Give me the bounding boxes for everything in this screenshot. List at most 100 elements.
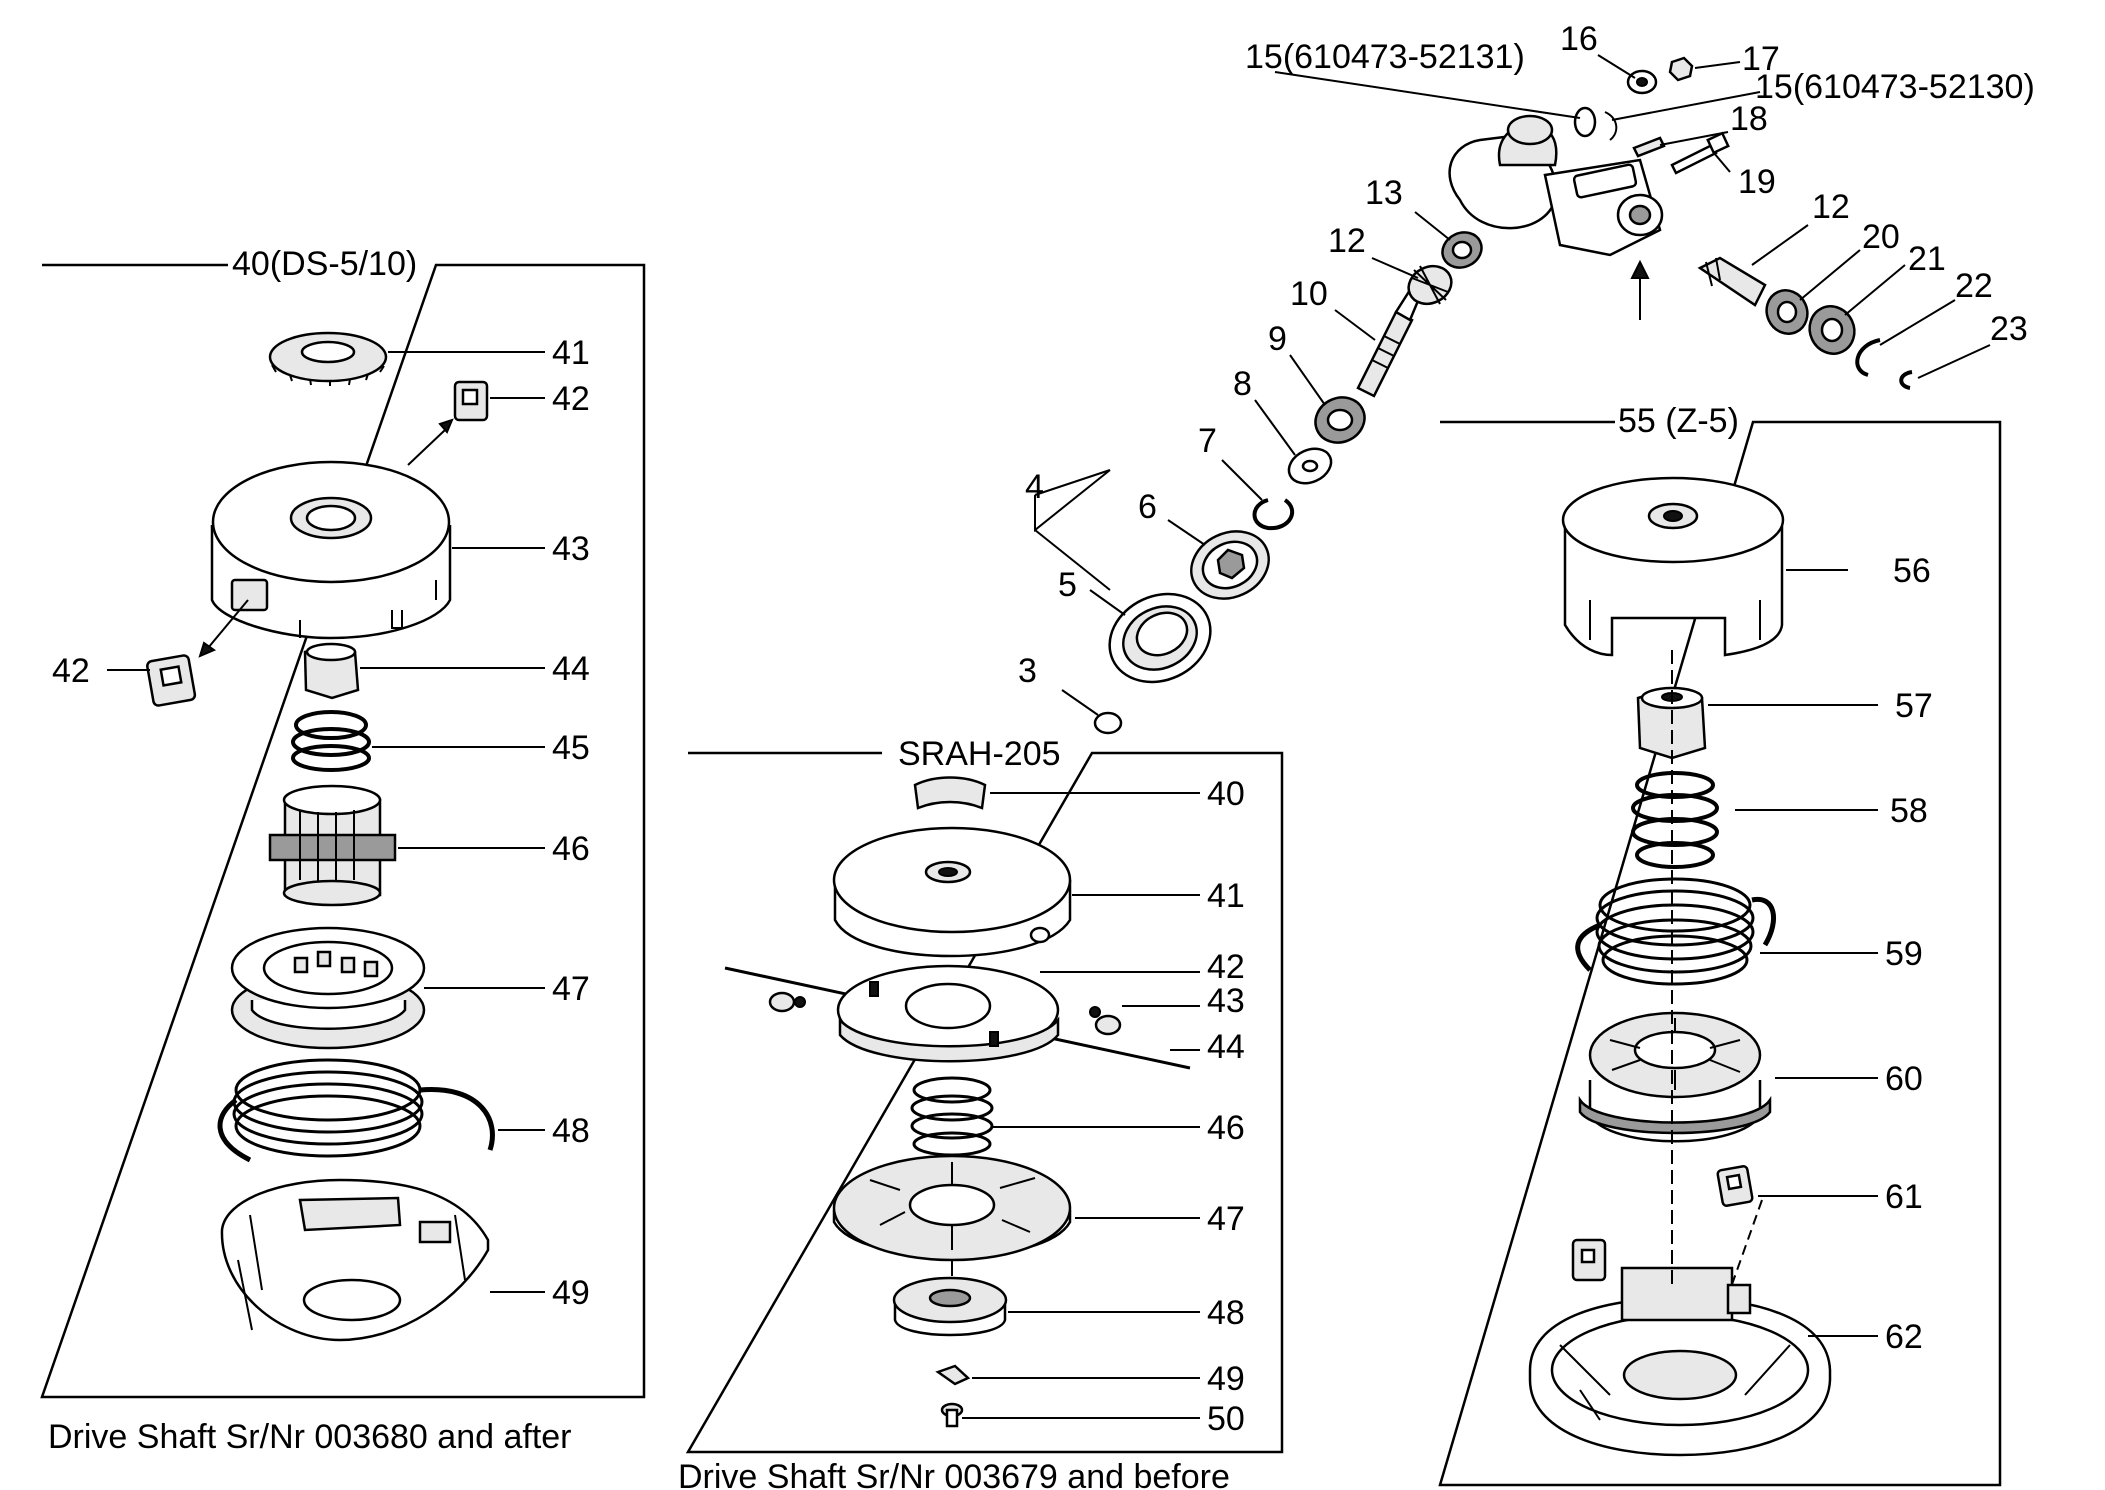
kit-left-part-46 xyxy=(268,784,397,907)
kit-middle-label-42: 42 xyxy=(1207,948,1245,986)
part-19-bolt xyxy=(1670,131,1730,175)
kit-middle-label-43: 43 xyxy=(1207,982,1245,1020)
gearhead-label-13: 13 xyxy=(1365,174,1403,212)
gearhead-label-20: 20 xyxy=(1862,218,1900,256)
gearhead-label-12-upper: 12 xyxy=(1328,222,1366,260)
kit-right-label-57: 57 xyxy=(1895,687,1933,725)
kit-middle-label-40: 40 xyxy=(1207,775,1245,813)
part-23-ring xyxy=(1899,370,1913,390)
kit-middle-part-42-44 xyxy=(724,964,1191,1070)
kit-right-part-58 xyxy=(1631,771,1719,869)
part-8-washer xyxy=(1287,447,1333,485)
gearhead-label-5: 5 xyxy=(1058,566,1077,604)
kit-left-caption: Drive Shaft Sr/Nr 003680 and after xyxy=(48,1418,572,1456)
kit-right-part-61 xyxy=(1716,1165,1754,1207)
part-6-cup xyxy=(1190,530,1270,600)
kit-right-frame xyxy=(1438,420,2002,1487)
kit-left-label-47: 47 xyxy=(552,970,590,1008)
kit-left-label-41: 41 xyxy=(552,334,590,372)
kit-right-label-60: 60 xyxy=(1885,1060,1923,1098)
gearhead-label-22: 22 xyxy=(1955,267,1993,305)
arrow-icon xyxy=(438,418,454,434)
part-5-seal xyxy=(1108,592,1212,684)
gearhead-label-6: 6 xyxy=(1138,488,1157,526)
kit-left-label-42-top: 42 xyxy=(552,380,590,418)
gearhead-label-23: 23 xyxy=(1990,310,2028,348)
part-12-pinion-right xyxy=(1697,256,1767,307)
gearhead-assembly: 3 4 5 6 7 8 9 10 12 13 12 15(610473-5213… xyxy=(1018,20,2035,735)
kit-left-part-49 xyxy=(220,1178,490,1342)
kit-middle-caption: Drive Shaft Sr/Nr 003679 and before xyxy=(678,1458,1230,1490)
kit-right-part-62 xyxy=(1528,1238,1832,1457)
arrow-icon xyxy=(198,641,217,658)
part-9-bearing xyxy=(1314,396,1366,444)
kit-middle-part-41 xyxy=(832,826,1072,958)
kit-middle-label-49: 49 xyxy=(1207,1360,1245,1398)
kit-right-label-56: 56 xyxy=(1893,552,1931,590)
part-13-bearing xyxy=(1441,231,1483,269)
kit-left-part-48 xyxy=(217,1058,495,1163)
kit-right-label-58: 58 xyxy=(1890,792,1928,830)
gearhead-label-19: 19 xyxy=(1738,163,1776,201)
gearhead-label-8: 8 xyxy=(1233,365,1252,403)
kit-left-part-47 xyxy=(230,926,426,1050)
kit-middle-part-48 xyxy=(892,1276,1008,1337)
part-15-shim-a xyxy=(1573,106,1597,138)
kit-right-label-61: 61 xyxy=(1885,1178,1923,1216)
gearhead-label-15-a: 15(610473-52131) xyxy=(1245,38,1525,76)
part-15-shim-b xyxy=(1604,111,1618,141)
kit-middle-label-47: 47 xyxy=(1207,1200,1245,1238)
part-3-oring xyxy=(1093,711,1123,735)
kit-right-part-60 xyxy=(1578,1011,1772,1143)
part-7-snap-ring xyxy=(1252,498,1295,531)
part-18-screw xyxy=(1632,136,1666,158)
kit-middle-part-46 xyxy=(910,1076,994,1157)
kit-left-part-44 xyxy=(303,642,360,700)
kit-middle-label-44: 44 xyxy=(1207,1028,1245,1066)
kit-middle-part-43 xyxy=(768,991,1122,1036)
part-22-snap-ring xyxy=(1855,338,1881,377)
kit-left-part-42-bottom xyxy=(146,654,197,707)
kit-middle-leaders xyxy=(962,792,1200,1419)
part-17-nut xyxy=(1668,56,1694,82)
part-21-bearing xyxy=(1808,305,1856,355)
kit-right-label-59: 59 xyxy=(1885,935,1923,973)
gearhead-label-21: 21 xyxy=(1908,240,1946,278)
gearhead-label-9: 9 xyxy=(1268,320,1287,358)
gearhead-label-3: 3 xyxy=(1018,652,1037,690)
kit-right-leaders xyxy=(1708,569,1878,1337)
kit-left-label-49: 49 xyxy=(552,1274,590,1312)
kit-left-label-43: 43 xyxy=(552,530,590,568)
part-20-bearing xyxy=(1765,289,1809,335)
kit-left-frame xyxy=(40,263,646,1399)
gearhead-label-12-right: 12 xyxy=(1812,188,1850,226)
kit-middle-part-50 xyxy=(940,1402,964,1428)
kit-left-title: 40(DS-5/10) xyxy=(232,245,417,283)
part-16-washer xyxy=(1626,69,1658,95)
kit-right-part-56 xyxy=(1561,476,1785,657)
part-10-shaft xyxy=(1356,288,1422,398)
kit-left-label-44: 44 xyxy=(552,650,590,688)
kit-left-part-45 xyxy=(291,710,371,772)
kit-left-part-42-top xyxy=(453,380,489,422)
kit-right: 55 (Z-5) xyxy=(1438,402,2002,1487)
kit-middle-label-48: 48 xyxy=(1207,1294,1245,1332)
kit-middle-part-47 xyxy=(832,1154,1072,1262)
kit-middle-label-50: 50 xyxy=(1207,1400,1245,1438)
kit-middle-part-49 xyxy=(935,1364,971,1386)
kit-right-title: 55 (Z-5) xyxy=(1618,402,1739,440)
gearhead-label-16: 16 xyxy=(1560,20,1598,58)
kit-middle-label-46: 46 xyxy=(1207,1109,1245,1147)
gearhead-label-18: 18 xyxy=(1730,100,1768,138)
kit-left-label-42-bottom: 42 xyxy=(52,652,90,690)
gearhead-leader-lines xyxy=(1034,54,1991,716)
gearhead-label-7: 7 xyxy=(1198,422,1217,460)
kit-left-part-43 xyxy=(210,460,452,640)
gearhead-label-10: 10 xyxy=(1290,275,1328,313)
gearhead-label-15-b: 15(610473-52130) xyxy=(1755,68,2035,106)
gearhead-label-4: 4 xyxy=(1025,468,1044,506)
kit-right-part-59 xyxy=(1575,877,1776,986)
kit-left: 40(DS-5/10) xyxy=(40,245,646,1456)
gear-housing xyxy=(1448,114,1664,257)
